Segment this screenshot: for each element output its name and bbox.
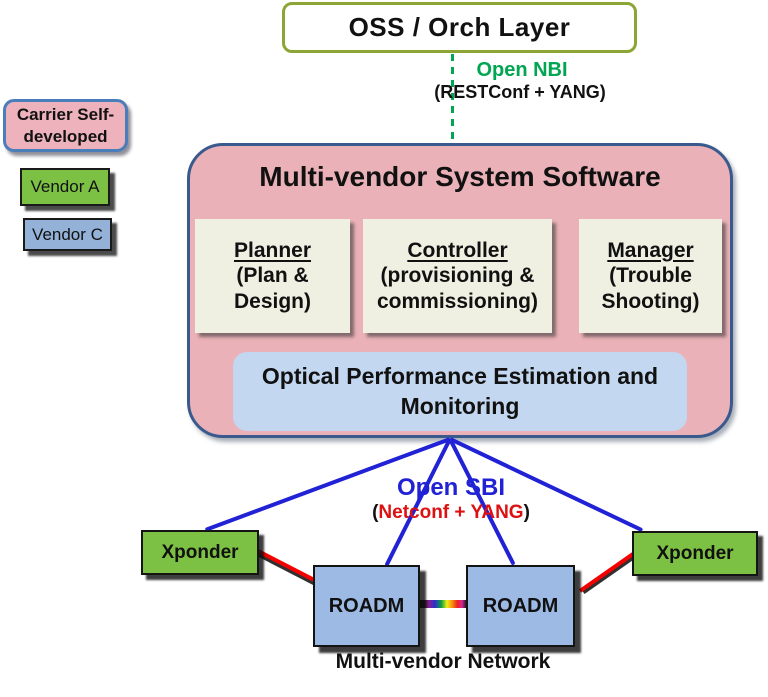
optical-performance-label: Optical Performance Estimation and Monit… <box>261 362 659 419</box>
system-software-box: Multi-vendor System Software Planner (Pl… <box>187 143 733 438</box>
oss-orch-layer-box: OSS / Orch Layer <box>282 2 637 53</box>
manager-heading: Manager <box>607 238 694 262</box>
controller-detail: (provisioning & commissioning) <box>376 264 539 313</box>
roadm-left-box: ROADM <box>313 565 420 647</box>
oss-orch-layer-label: OSS / Orch Layer <box>348 12 571 42</box>
manager-detail: (Trouble Shooting) <box>601 264 700 313</box>
roadm-right-box: ROADM <box>466 565 575 647</box>
fiber-link-roadm-xponder-right <box>578 552 635 593</box>
sbi-subtitle-text: Netconf + YANG <box>378 502 524 523</box>
manager-module-box: Manager (Trouble Shooting) <box>579 219 722 333</box>
xponder-left-label: Xponder <box>161 541 239 563</box>
legend-carrier-label: Carrier Self-developed <box>16 105 115 146</box>
planner-heading: Planner <box>233 238 312 262</box>
optical-performance-box: Optical Performance Estimation and Monit… <box>233 352 687 431</box>
legend-vendor-c-label: Vendor C <box>32 224 103 244</box>
roadm-left-label: ROADM <box>328 594 405 617</box>
controller-heading: Controller <box>407 238 508 262</box>
nbi-subtitle: (RESTConf + YANG) <box>434 82 606 102</box>
network-caption: Multi-vendor Network <box>335 650 551 673</box>
wdm-spectrum-link <box>418 600 468 608</box>
xponder-right-label: Xponder <box>656 542 734 564</box>
planner-detail: (Plan & Design) <box>233 264 311 313</box>
controller-module-box: Controller (provisioning & commissioning… <box>363 219 552 333</box>
legend-carrier-self-developed: Carrier Self-developed <box>3 99 128 152</box>
fiber-link-xponder-roadm-left <box>257 549 320 584</box>
system-software-title: Multi-vendor System Software <box>259 161 661 192</box>
roadm-right-label: ROADM <box>482 594 559 617</box>
legend-vendor-a-label: Vendor A <box>30 177 100 196</box>
nbi-dashed-line <box>451 54 454 144</box>
xponder-left-box: Xponder <box>141 530 259 575</box>
legend-vendor-c: Vendor C <box>23 218 112 251</box>
xponder-right-box: Xponder <box>632 531 758 576</box>
sbi-subtitle-paren-close: ) <box>523 502 530 523</box>
planner-module-box: Planner (Plan & Design) <box>195 219 350 333</box>
sbi-subtitle: (Netconf + YANG) <box>338 502 564 524</box>
nbi-title: Open NBI <box>476 59 568 81</box>
legend-vendor-a: Vendor A <box>20 168 110 206</box>
sbi-subtitle-paren-open: ( <box>372 502 379 523</box>
sbi-title: Open SBI <box>396 474 505 501</box>
